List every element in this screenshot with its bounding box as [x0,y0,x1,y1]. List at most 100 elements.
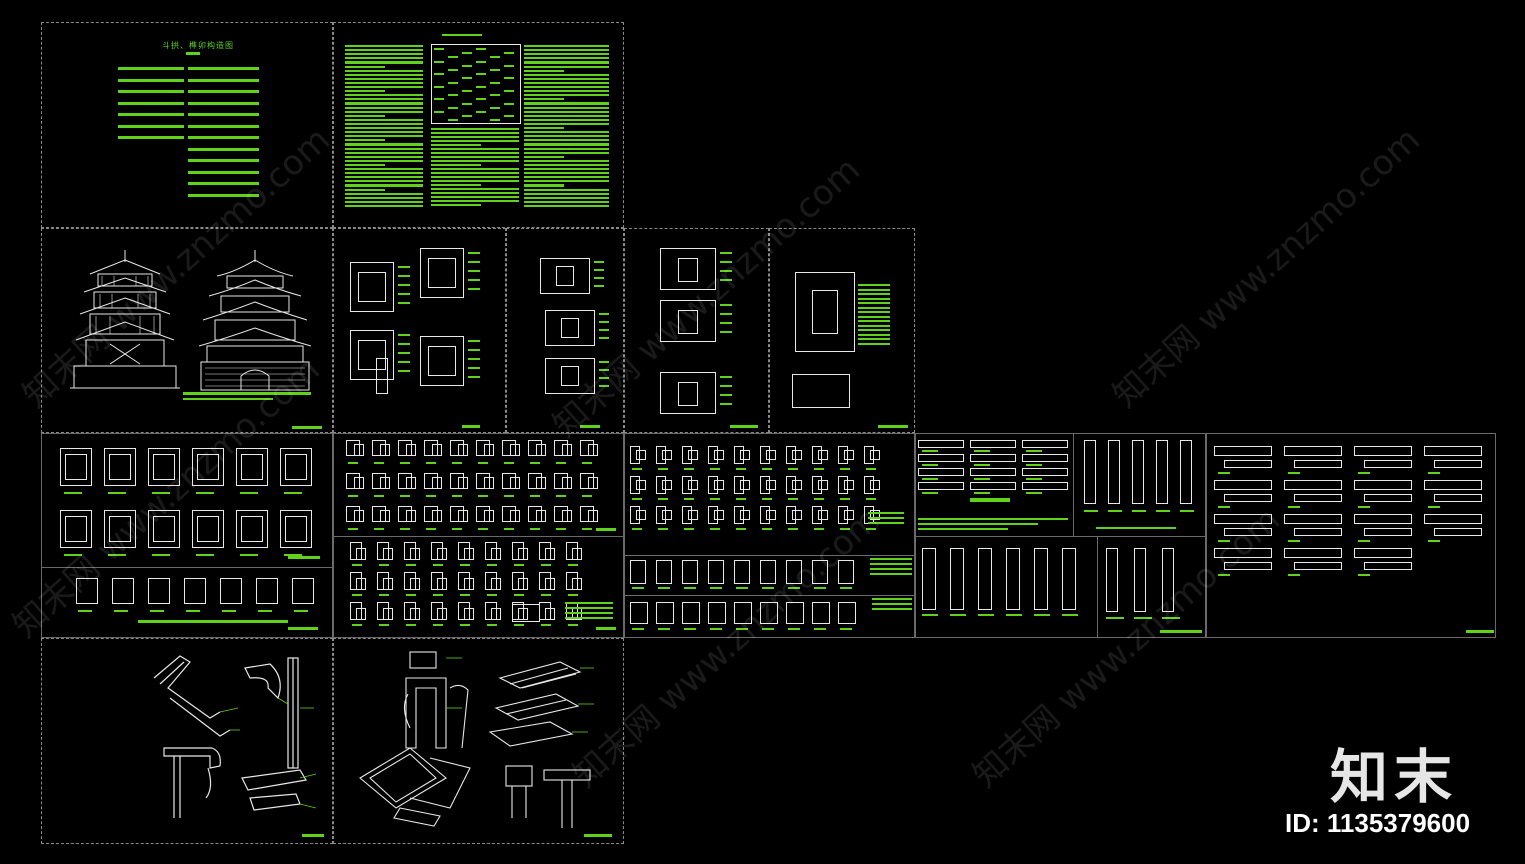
notes-text-line [431,176,519,179]
board-joint [970,454,1016,462]
beam-joint [818,480,828,490]
notes-table [431,44,521,124]
joint-caption [922,478,938,480]
notes-table-cell [462,64,472,67]
cover-title: 斗拱、榫卯构造图 [162,41,234,50]
bracket-section [420,248,464,298]
notes-table-cell [462,52,472,55]
joint-caption [736,587,748,589]
joint-caption [504,462,514,464]
bracket-legend-line [858,293,890,295]
sheet-bracket-details-c [624,228,769,433]
panel-board [1364,562,1412,570]
joint-caption [530,528,540,530]
panel-board [1354,548,1412,558]
window-caption [284,492,302,494]
dimension-tag [720,261,732,263]
panel-joint-section [950,548,964,610]
corner-joint [760,602,778,624]
joint-caption [1084,510,1098,512]
window-frame [197,516,219,542]
brand-logo: 知末 [1330,743,1459,811]
board-joint [1022,454,1068,462]
joint-caption [632,628,644,630]
notes-text-line [524,106,609,109]
window-frame [104,448,136,486]
tenon-piece [354,510,364,522]
beam-joint [870,480,880,490]
notes-text-line [524,77,609,80]
beam-joint [812,476,822,494]
tenon-piece [502,473,516,489]
dimension-tag [720,252,732,254]
beam-joint [760,476,770,494]
bracket-legend-line [858,338,890,340]
beam-joint [734,506,744,524]
joint-caption [788,587,800,589]
beam-joint [734,446,744,464]
panel-board [1354,480,1412,490]
notes-text-line [431,172,519,175]
tenon-piece [450,440,464,456]
notes-text-line [524,45,609,48]
pagoda-elevation-right [198,250,312,391]
window-frame [60,448,92,486]
panel-joint-section [1106,548,1118,612]
joint-caption [710,587,722,589]
joint-caption [1428,472,1440,474]
beam-joint [662,450,672,460]
dimension-tag [599,329,609,331]
tenon-piece [476,440,490,456]
index-entry [188,193,259,197]
joint-caption [658,587,670,589]
sheet-note [870,573,912,575]
dimension-tag [599,337,609,339]
beam-joint [708,476,718,494]
notes-text-line [524,102,609,105]
joint-caption [684,628,696,630]
joint-block [256,578,278,604]
joint-caption [541,594,551,596]
notes-text-line [345,94,423,97]
dimension-tag [468,288,480,290]
window-caption [108,554,126,556]
dimension-tag [468,376,480,378]
notes-text-line [524,139,609,142]
tenon-piece [432,477,442,489]
tenon-piece [528,506,542,522]
index-entry [118,136,184,139]
notes-text-line [345,53,423,56]
tenon-piece [510,510,520,522]
notes-text-line [345,110,423,113]
notes-text-line [524,168,609,171]
bracket-isometric [678,310,698,334]
notes-table-cell [476,98,486,101]
index-entry [188,90,259,93]
notes-text-line [345,98,423,101]
window-frame [109,454,131,480]
joint-caption [460,564,470,566]
beam-joint [760,506,770,524]
joint-caption [978,614,994,616]
dimension-tag [398,266,410,268]
window-frame [241,454,263,480]
dimension-tag [398,302,410,304]
joint-caption [379,564,389,566]
joint-caption [504,528,514,530]
joint-caption [1062,614,1078,616]
tenon-piece [536,444,546,456]
notes-text-line [431,144,481,147]
window-frame [60,510,92,548]
notes-text-line [345,196,423,199]
index-entry [188,182,259,185]
notes-text-line [345,90,385,93]
panel-board [1284,480,1342,490]
panel-joint-section [1162,548,1174,612]
window-frame [65,516,87,542]
mortise-piece [572,578,582,590]
frame-joint [656,560,672,584]
board-joint [1022,440,1068,448]
notes-text-line [431,164,481,167]
beam-joint [734,476,744,494]
panel-board [1294,494,1342,502]
